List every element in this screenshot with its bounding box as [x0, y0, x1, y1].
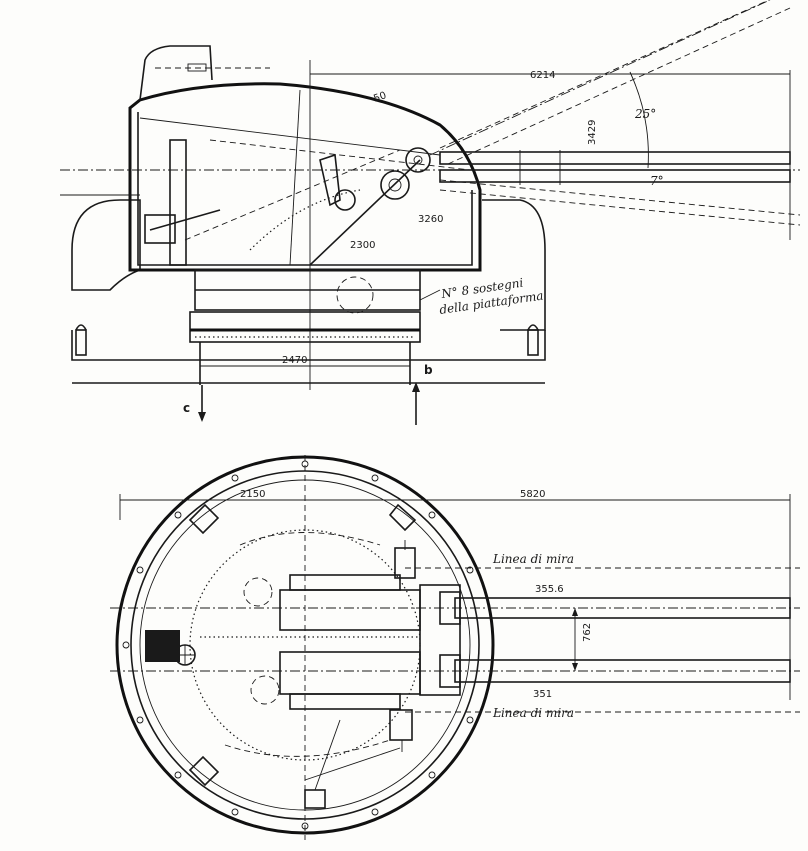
upper-sight-housing: [394, 547, 416, 579]
rear-access-leader: [314, 719, 341, 791]
rear-access-door: [304, 789, 326, 809]
trunnion-bearing: [405, 147, 431, 173]
side-elevation-view: 50 3260 2300 25° 7°: [60, 0, 801, 425]
interior-reference-line: [209, 139, 471, 171]
upper-bore-label: 355.6: [535, 584, 564, 595]
dim-a-label: 3260: [418, 214, 443, 225]
lower-elevating-gear: [289, 693, 401, 710]
right-post-cap: [527, 324, 539, 331]
left-mount-block: [71, 199, 141, 291]
plan-view: Linea di mira Linea di mira 355.6 351 76…: [110, 455, 800, 840]
upper-sight-line-label: Linea di mira: [492, 552, 574, 566]
lower-sight-line-label: Linea di mira: [492, 706, 574, 720]
section-b-label: b: [424, 363, 433, 377]
trunnion-pin: [413, 155, 423, 165]
section-c-arrowhead: [198, 412, 206, 422]
roof-hatch-upper-right: [388, 503, 417, 532]
barrel-spacing-label: 762: [582, 623, 593, 642]
interior-frame-1: [289, 89, 301, 266]
rangefinder-hood: [139, 45, 213, 101]
elevation-arc: [629, 71, 649, 169]
loader-column: [169, 139, 187, 266]
swept-arc-top: [239, 532, 381, 546]
turret-shield: [128, 82, 482, 272]
left-training-gear-lower: [250, 675, 280, 705]
arc-guide-line: [184, 149, 401, 241]
training-gear-circle: [336, 276, 374, 314]
shell-hoist-block: [145, 630, 180, 662]
elevation-angle-label: 25°: [634, 107, 656, 121]
depressed-barrel-line: [439, 179, 801, 216]
depressed-barrel-line-2: [439, 189, 801, 226]
trunnion-hub: [388, 178, 402, 192]
upper-gun-cradle: [279, 589, 421, 631]
left-training-gear-upper: [243, 577, 273, 607]
plan-length-label: 5820: [520, 489, 545, 500]
base-width-label: 2470: [282, 355, 307, 366]
lower-barrel-side: [439, 169, 791, 183]
hoist-cable-line: [304, 747, 401, 781]
loading-tray: [149, 209, 221, 231]
lower-bore-label: 351: [533, 689, 552, 700]
turret-inner-wall: [137, 112, 473, 266]
base-outline: [71, 330, 546, 361]
shield-face-plate: [419, 584, 461, 696]
section-c-label: c: [183, 401, 190, 415]
barrel-dim-label: 3429: [587, 120, 598, 145]
platform-note-leader: [419, 289, 441, 301]
right-post: [527, 329, 539, 356]
overall-length-label: 6214: [530, 70, 555, 81]
spacing-arrow-top: [572, 608, 578, 616]
swept-arc-bottom: [224, 739, 391, 757]
spacing-arrow-bottom: [572, 663, 578, 671]
section-b-arrowhead: [412, 382, 420, 392]
shield-mark-label: 50: [372, 90, 388, 105]
lower-sight-housing: [389, 709, 413, 741]
right-mount-block: [482, 199, 546, 331]
loading-arc: [249, 189, 361, 251]
max-elevation-axis: [429, 0, 771, 156]
recoil-strut: [309, 159, 421, 266]
dim-b-label: 2300: [350, 240, 375, 251]
plan-left-dim-label: 2150: [240, 489, 265, 500]
breech-block: [319, 153, 341, 207]
depression-angle-label: 7°: [650, 174, 664, 188]
roller-path: [189, 311, 421, 343]
upper-elevating-gear: [289, 574, 401, 591]
left-post-cap: [75, 324, 87, 331]
elevated-barrel-bottom: [447, 7, 791, 165]
roof-inner-line: [139, 117, 441, 156]
roof-hatch-upper-left: [188, 503, 220, 535]
left-post: [75, 329, 87, 356]
shell-hoist-box: [144, 214, 176, 244]
elevated-barrel-top: [439, 0, 770, 149]
hood-sight-slot: [187, 63, 207, 72]
elevation-pinion: [334, 189, 356, 211]
roof-hatch-lower-left: [188, 755, 220, 787]
lower-gun-cradle: [279, 651, 421, 695]
trunnion-gear: [380, 170, 410, 200]
upper-barrel-side: [439, 151, 791, 165]
